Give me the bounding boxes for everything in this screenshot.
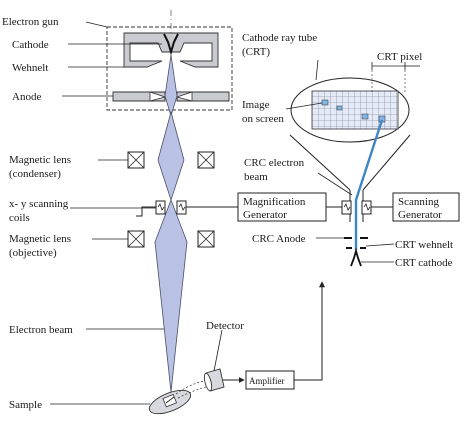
label-mag-gen-1: Magnification — [243, 196, 306, 208]
label-mag-lens-condenser-1: Magnetic lens — [9, 154, 71, 166]
label-crt-cathode: CRT cathode — [395, 257, 453, 269]
label-crc-anode: CRC Anode — [252, 233, 306, 245]
leader-electron-gun — [85, 21, 108, 28]
label-detector: Detector — [206, 320, 244, 332]
leader-image — [285, 102, 323, 110]
cathode-filament — [163, 33, 179, 56]
leader-crt-wehnelt — [365, 243, 395, 247]
sample — [148, 389, 192, 415]
label-crt-wehnelt: CRT wehnelt — [395, 239, 453, 251]
beam-condenser-segment — [157, 110, 185, 202]
crt-cathode-filament — [350, 247, 362, 267]
leader-crc-beam — [317, 172, 353, 196]
crt-screen-grid-lines — [311, 90, 399, 130]
label-crt-title-1: Cathode ray tube — [242, 32, 317, 44]
label-wehnelt: Wehnelt — [12, 62, 48, 74]
beam-gun-segment — [164, 54, 178, 118]
beam-objective-segment — [154, 198, 188, 393]
objective-lens — [127, 230, 215, 248]
label-xy-coils-1: x- y scanning — [9, 198, 69, 210]
condenser-lens — [127, 151, 215, 169]
label-mag-lens-condenser-2: (condenser) — [9, 168, 61, 180]
image-spot — [321, 99, 329, 106]
label-image-on-screen-2: on screen — [242, 113, 284, 125]
label-cathode: Cathode — [12, 39, 49, 51]
coil-ground-wire — [136, 206, 156, 217]
label-sample: Sample — [9, 399, 42, 411]
label-crc-beam-1: CRC electron — [244, 157, 305, 169]
secondary-electron-paths — [175, 380, 207, 399]
label-scan-gen-2: Generator — [398, 209, 442, 221]
label-anode: Anode — [12, 91, 41, 103]
image-spot — [361, 113, 369, 120]
detector-pointer — [213, 329, 223, 372]
label-crc-beam-2: beam — [244, 171, 268, 183]
label-mag-lens-objective-1: Magnetic lens — [9, 233, 71, 245]
label-image-on-screen-1: Image — [242, 99, 270, 111]
image-spot — [336, 105, 343, 111]
label-mag-lens-objective-2: (objective) — [9, 247, 57, 259]
label-electron-beam: Electron beam — [9, 324, 73, 336]
leader-crt — [315, 59, 319, 81]
label-xy-coils-2: coils — [9, 212, 30, 224]
crt-electron-beam — [354, 119, 384, 250]
label-amplifier: Amplifier — [249, 376, 285, 386]
label-scan-gen-1: Scanning — [398, 196, 439, 208]
label-crt-title-2: (CRT) — [242, 46, 270, 58]
anode-bevel-left — [149, 91, 167, 102]
detector — [203, 368, 225, 392]
label-electron-gun: Electron gun — [2, 16, 59, 28]
label-mag-gen-2: Generator — [243, 209, 287, 221]
crt-funnel — [289, 134, 411, 191]
scanning-generator — [392, 192, 460, 222]
label-crt-pixel: CRT pixel — [377, 51, 422, 63]
crt-pixel-bracket — [371, 62, 406, 70]
anode-bevel-right — [175, 91, 193, 102]
magnification-generator — [237, 192, 327, 222]
amplifier-to-crt — [294, 281, 325, 381]
